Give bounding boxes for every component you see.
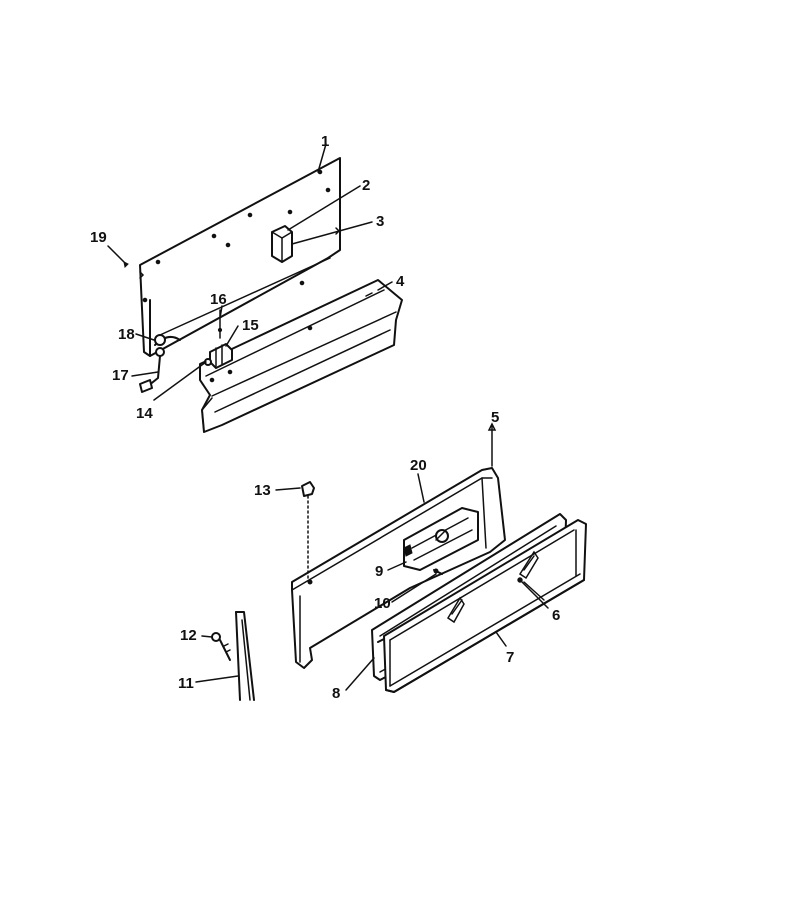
part-15-switch — [209, 309, 233, 369]
callout-12: 12 — [180, 627, 197, 644]
part-13-knob — [301, 481, 315, 579]
callout-2: 2 — [362, 177, 370, 194]
callout-14: 14 — [136, 405, 153, 422]
callout-20: 20 — [410, 457, 427, 474]
callout-4: 4 — [396, 273, 405, 290]
leader-lines — [107, 143, 549, 691]
callout-10: 10 — [374, 595, 391, 612]
callout-1: 1 — [321, 133, 329, 150]
callout-3: 3 — [376, 213, 384, 230]
callout-18: 18 — [118, 326, 135, 343]
callout-labels: 1 2 3 4 5 6 7 8 9 10 11 12 13 14 15 16 1… — [90, 133, 560, 702]
part-2-3-bracket — [271, 225, 293, 263]
part-4-control-channel — [199, 279, 403, 433]
callout-9: 9 — [375, 563, 383, 580]
callout-19: 19 — [90, 229, 107, 246]
callout-15: 15 — [242, 317, 259, 334]
callout-16: 16 — [210, 291, 227, 308]
part-17-18-cord-plug — [139, 334, 181, 393]
part-6-insert — [517, 577, 545, 601]
callout-7: 7 — [506, 649, 514, 666]
callout-13: 13 — [254, 482, 271, 499]
part-10-screw — [433, 568, 443, 575]
part-11-side-rail — [235, 611, 255, 701]
part-9-timer-module — [403, 507, 479, 571]
callout-6: 6 — [552, 607, 560, 624]
callout-17: 17 — [112, 367, 129, 384]
part-7-trim-frame — [383, 519, 587, 693]
callout-5: 5 — [491, 409, 499, 426]
callout-11: 11 — [178, 675, 194, 692]
part-19-screw — [123, 261, 129, 269]
part-12-screw — [211, 632, 231, 661]
part-1-back-panel — [139, 157, 341, 357]
callout-8: 8 — [332, 685, 340, 702]
